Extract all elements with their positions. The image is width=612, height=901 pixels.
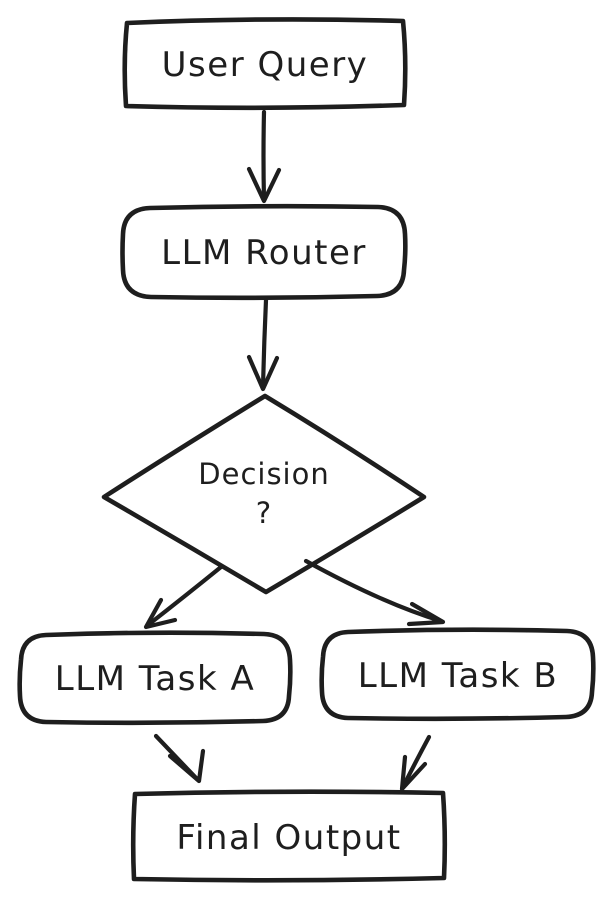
edge-task-a-to-output	[153, 733, 206, 784]
llm-task-a-box	[17, 630, 293, 726]
edge-user-query-to-router	[246, 109, 282, 204]
user-query-label: User Query	[162, 45, 369, 85]
final-output-label: Final Output	[176, 818, 401, 858]
decision-diamond	[101, 393, 427, 595]
llm-router-label: LLM Router	[161, 233, 367, 273]
edge-decision-to-task-a	[143, 564, 224, 630]
llm-task-a-label: LLM Task A	[55, 659, 255, 699]
decision-label-line1: Decision	[198, 457, 329, 491]
edge-router-to-decision	[246, 297, 280, 392]
edge-decision-to-task-b	[303, 558, 446, 627]
edge-task-b-to-output	[399, 734, 432, 792]
llm-task-b-label: LLM Task B	[358, 656, 559, 696]
decision-label-line2: ?	[256, 496, 272, 530]
llm-router-box	[120, 203, 408, 301]
llm-task-b-box	[319, 627, 596, 722]
final-output-box	[130, 789, 448, 883]
user-query-box	[122, 17, 408, 111]
